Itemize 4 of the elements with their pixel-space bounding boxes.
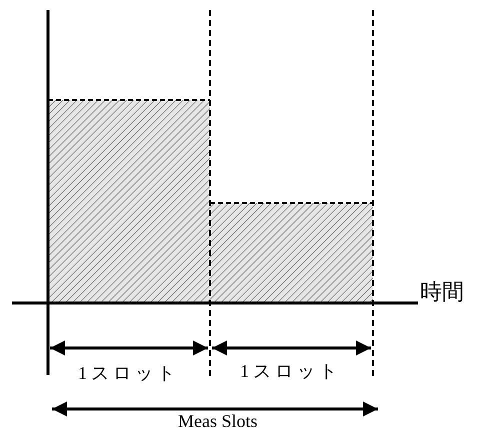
dimension-label: 1スロット <box>240 362 341 380</box>
dimension-label: Meas Slots <box>178 412 258 430</box>
axis-label: 時間 <box>420 281 464 303</box>
dimension-label: 1スロット <box>78 364 179 382</box>
